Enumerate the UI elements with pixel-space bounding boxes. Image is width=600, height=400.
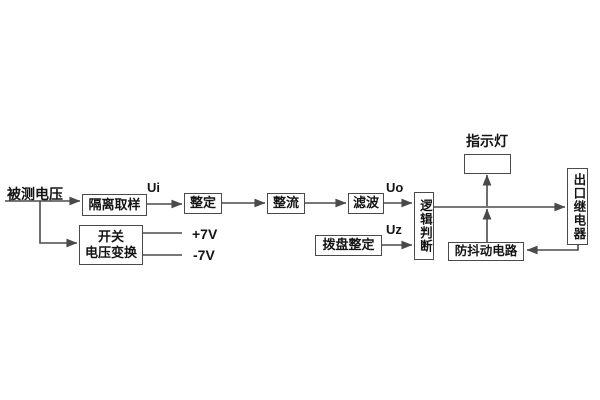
wire-relay-to-debounce bbox=[526, 245, 579, 255]
switch-converter-line2: 电压变换 bbox=[84, 245, 137, 260]
switch-converter-line1: 开关 bbox=[97, 229, 124, 244]
indicator-lamp-box bbox=[464, 154, 511, 174]
block-filter: 滤波 bbox=[348, 193, 384, 214]
wire-input-branch-to-switch bbox=[39, 201, 78, 248]
signal-label-ui: Ui bbox=[147, 180, 160, 195]
supply-label-plus7v: +7V bbox=[192, 226, 218, 242]
signal-label-uz: Uz bbox=[386, 222, 402, 237]
block-dial-setting: 拨盘整定 bbox=[315, 235, 382, 256]
block-anti-jitter-circuit: 防抖动电路 bbox=[448, 242, 524, 261]
indicator-lamp-label: 指示灯 bbox=[466, 133, 508, 149]
signal-label-uo: Uo bbox=[386, 180, 404, 195]
block-logic-judgment: 逻辑判断 bbox=[414, 192, 434, 260]
block-output-relay: 出口继电器 bbox=[567, 168, 588, 245]
block-setting: 整定 bbox=[184, 193, 222, 214]
supply-label-minus7v: -7V bbox=[193, 247, 215, 263]
measured-voltage-label: 被测电压 bbox=[7, 186, 63, 202]
block-switch-voltage-converter: 开关 电压变换 bbox=[79, 225, 143, 265]
block-isolation-sampling: 隔离取样 bbox=[82, 194, 147, 216]
block-rectifier: 整流 bbox=[267, 193, 305, 214]
